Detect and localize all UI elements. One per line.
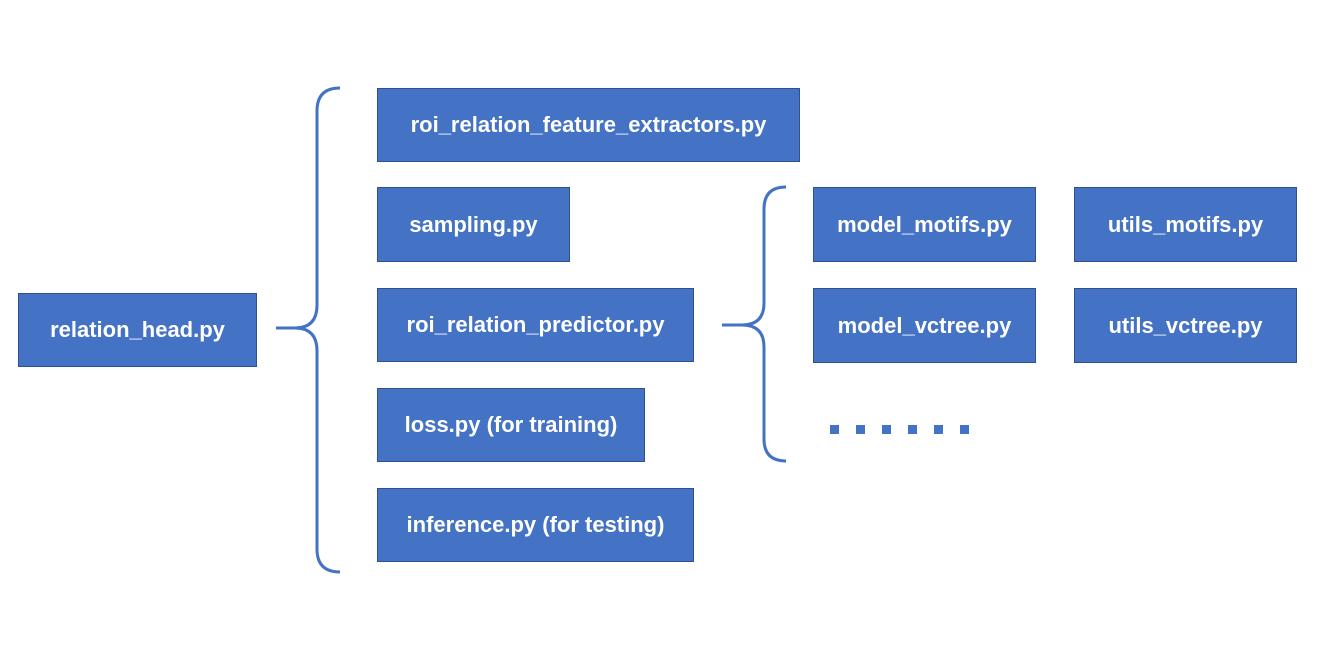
file-label: inference.py (for testing) — [406, 512, 665, 537]
file-utils-vctree: utils_vctree.py — [1074, 288, 1297, 363]
file-inference: inference.py (for testing) — [377, 488, 694, 562]
file-label: utils_motifs.py — [1107, 211, 1264, 237]
file-feature-extractors: roi_relation_feature_extractors.py — [377, 88, 800, 162]
file-label: sampling.py — [409, 211, 538, 237]
file-label: roi_relation_predictor.py — [406, 312, 665, 337]
file-label: model_vctree.py — [837, 312, 1012, 338]
file-model-motifs: model_motifs.py — [813, 187, 1036, 262]
file-relation-predictor: roi_relation_predictor.py — [377, 288, 694, 362]
ellipsis-dot — [830, 425, 839, 434]
file-label: model_motifs.py — [837, 211, 1012, 237]
file-loss: loss.py (for training) — [377, 388, 645, 462]
file-label: loss.py (for training) — [404, 412, 618, 437]
file-sampling: sampling.py — [377, 187, 570, 262]
file-label: utils_vctree.py — [1108, 312, 1263, 338]
ellipsis-more-models — [830, 425, 969, 434]
ellipsis-dot — [882, 425, 891, 434]
predictor-brace — [722, 185, 787, 463]
ellipsis-dot — [960, 425, 969, 434]
main-brace — [276, 86, 341, 574]
root-file-label: relation_head.py — [50, 317, 225, 342]
root-file-relation-head: relation_head.py — [18, 293, 257, 367]
file-model-vctree: model_vctree.py — [813, 288, 1036, 363]
file-label: roi_relation_feature_extractors.py — [410, 112, 767, 137]
ellipsis-dot — [934, 425, 943, 434]
ellipsis-dot — [908, 425, 917, 434]
ellipsis-dot — [856, 425, 865, 434]
file-utils-motifs: utils_motifs.py — [1074, 187, 1297, 262]
